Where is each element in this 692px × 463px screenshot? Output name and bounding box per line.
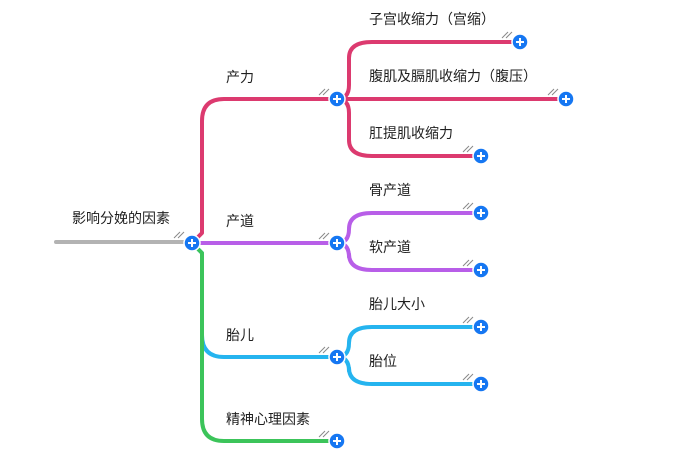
plus-circle-icon[interactable] (472, 147, 490, 165)
branch-node-label[interactable]: 胎儿 (226, 328, 254, 344)
plus-circle-icon[interactable] (472, 261, 490, 279)
plus-circle-icon[interactable] (472, 204, 490, 222)
plus-circle-icon[interactable] (328, 432, 346, 450)
resize-hatch-icon (462, 373, 474, 381)
plus-circle-icon[interactable] (328, 234, 346, 252)
resize-hatch-icon (462, 316, 474, 324)
plus-circle-icon[interactable] (183, 234, 201, 252)
expand-buttons (183, 33, 575, 450)
child-node-label[interactable]: 软产道 (369, 240, 411, 256)
branch-node-label[interactable]: 产力 (226, 70, 254, 86)
plus-circle-icon[interactable] (557, 90, 575, 108)
branch-connector (190, 97, 339, 245)
resize-hatch-icon (462, 259, 474, 267)
resize-hatch-icon (462, 145, 474, 153)
child-node-label[interactable]: 腹肌及膈肌收缩力（腹压） (369, 69, 537, 85)
plus-circle-icon[interactable] (328, 90, 346, 108)
resize-hatch-icon (173, 231, 185, 239)
resize-hatch-icon (318, 232, 330, 240)
child-node-label[interactable]: 胎位 (369, 354, 397, 370)
child-node-label[interactable]: 骨产道 (369, 183, 411, 199)
plus-circle-icon[interactable] (472, 318, 490, 336)
resize-hatch-icon (462, 202, 474, 210)
resize-hatch-icon (547, 88, 559, 96)
branch-connector (190, 241, 339, 443)
resize-hatch-icon (318, 88, 330, 96)
resize-hatch-icon (501, 31, 513, 39)
resize-hatch-icon (318, 346, 330, 354)
branch-node-label[interactable]: 精神心理因素 (226, 412, 310, 428)
child-node-label[interactable]: 肛提肌收缩力 (369, 126, 453, 142)
hatch-marks (173, 31, 559, 438)
plus-circle-icon[interactable] (511, 33, 529, 51)
branch-connector (190, 241, 339, 359)
branch-node-label[interactable]: 产道 (226, 214, 254, 230)
child-connector (335, 355, 483, 386)
root-node-label[interactable]: 影响分娩的因素 (72, 211, 170, 227)
plus-circle-icon[interactable] (328, 348, 346, 366)
connector-lines (54, 40, 568, 443)
child-node-label[interactable]: 子宫收缩力（宫缩） (369, 12, 495, 28)
plus-circle-icon[interactable] (472, 375, 490, 393)
child-connector (335, 325, 483, 359)
child-node-label[interactable]: 胎儿大小 (369, 297, 425, 313)
resize-hatch-icon (318, 430, 330, 438)
